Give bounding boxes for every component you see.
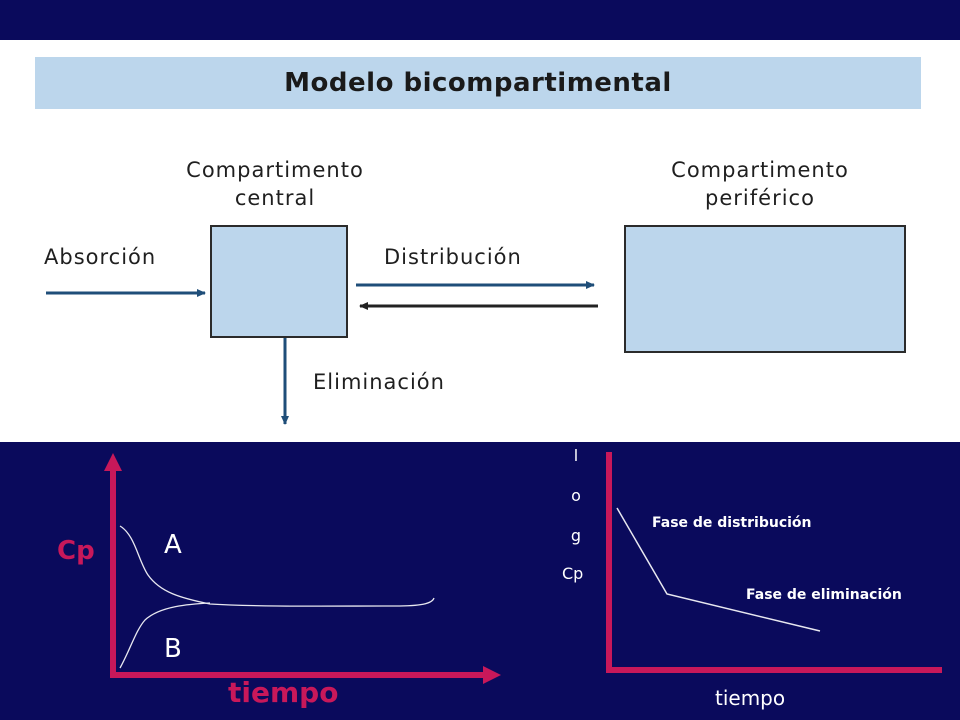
curve-a-label: A xyxy=(164,530,182,560)
right-ylabel-letter-1: l xyxy=(573,446,579,465)
absorption-label: Absorción xyxy=(44,245,157,269)
right-ylabel-letter-2: o xyxy=(571,486,581,505)
diagram-title: Modelo bicompartimental xyxy=(284,68,672,98)
curve-b-label: B xyxy=(164,634,182,664)
distribution-label: Distribución xyxy=(384,245,522,269)
log-curve xyxy=(616,507,821,632)
central-compartment-box xyxy=(210,225,348,338)
peripheral-compartment-box xyxy=(624,225,906,353)
right-ylabel-cp: Cp xyxy=(562,564,584,583)
peripheral-compartment-label: Compartimento periférico xyxy=(620,156,900,212)
distribution-phase-label: Fase de distribución xyxy=(652,515,812,531)
peripheral-label-line2: periférico xyxy=(705,186,815,210)
central-label-line2: central xyxy=(234,186,316,210)
right-xlabel: tiempo xyxy=(715,686,786,710)
peripheral-label-line1: Compartimento xyxy=(671,158,849,182)
elimination-label: Eliminación xyxy=(313,370,445,394)
left-ylabel: Cp xyxy=(57,536,95,566)
curve-b xyxy=(119,602,211,669)
right-ylabel-letter-3: g xyxy=(570,526,582,545)
title-bar: Modelo bicompartimental xyxy=(35,57,921,109)
central-compartment-label: Compartimento central xyxy=(140,156,410,212)
curve-a xyxy=(119,525,435,607)
central-label-line1: Compartimento xyxy=(186,158,364,182)
left-xlabel: tiempo xyxy=(228,676,339,709)
elimination-phase-label: Fase de eliminación xyxy=(746,587,902,603)
